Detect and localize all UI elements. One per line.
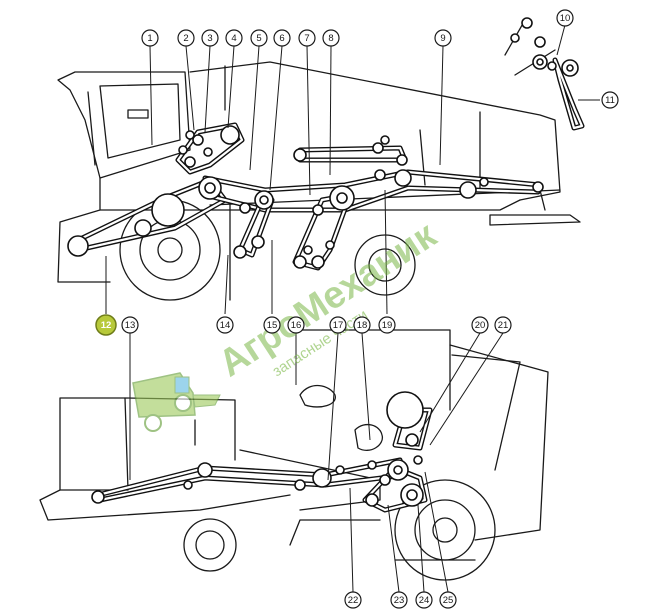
callout-10: 10 [556,9,574,27]
callout-label: 14 [220,320,231,331]
callout-label: 4 [231,33,236,44]
callout-6: 6 [273,29,291,47]
callout-16: 16 [287,316,305,334]
callout-1: 1 [141,29,159,47]
callout-14: 14 [216,316,234,334]
callout-2: 2 [177,29,195,47]
callout-20: 20 [471,316,489,334]
callout-label: 21 [498,320,509,331]
callout-label: 13 [125,320,136,331]
callout-5: 5 [250,29,268,47]
callout-13: 13 [121,316,139,334]
callout-label: 25 [443,595,454,606]
callout-23: 23 [390,591,408,609]
callout-19: 19 [378,316,396,334]
callout-label: 11 [605,95,615,106]
leader-lines [105,24,600,593]
callout-label: 8 [328,33,333,44]
callout-label: 19 [382,320,393,331]
inset-detail [504,17,585,131]
callout-9: 9 [434,29,452,47]
callout-label: 22 [348,595,359,606]
callout-25: 25 [439,591,457,609]
callout-24: 24 [415,591,433,609]
callout-label: 7 [304,33,309,44]
callout-12: 12 [95,314,117,336]
callout-label: 6 [279,33,284,44]
callout-15: 15 [263,316,281,334]
callout-label: 1 [147,33,152,44]
callout-label: 15 [267,320,278,331]
callout-4: 4 [225,29,243,47]
callout-label: 10 [560,13,571,24]
callout-label: 2 [183,33,188,44]
callout-label: 20 [475,320,486,331]
callout-label: 12 [101,320,112,331]
callout-22: 22 [344,591,362,609]
callout-label: 3 [207,33,212,44]
watermark-logo-icon [132,372,221,432]
callout-8: 8 [322,29,340,47]
callout-17: 17 [329,316,347,334]
callout-label: 9 [440,33,445,44]
callout-7: 7 [298,29,316,47]
callout-label: 24 [419,595,430,606]
callout-21: 21 [494,316,512,334]
callout-label: 23 [394,595,405,606]
top-pulleys [67,125,544,269]
callout-label: 16 [291,320,302,331]
callout-3: 3 [201,29,219,47]
callout-11: 11 [601,91,619,109]
callout-label: 5 [256,33,261,44]
bottom-pulleys [91,391,424,507]
callout-label: 18 [357,320,368,331]
callout-18: 18 [353,316,371,334]
callout-label: 17 [333,320,344,331]
